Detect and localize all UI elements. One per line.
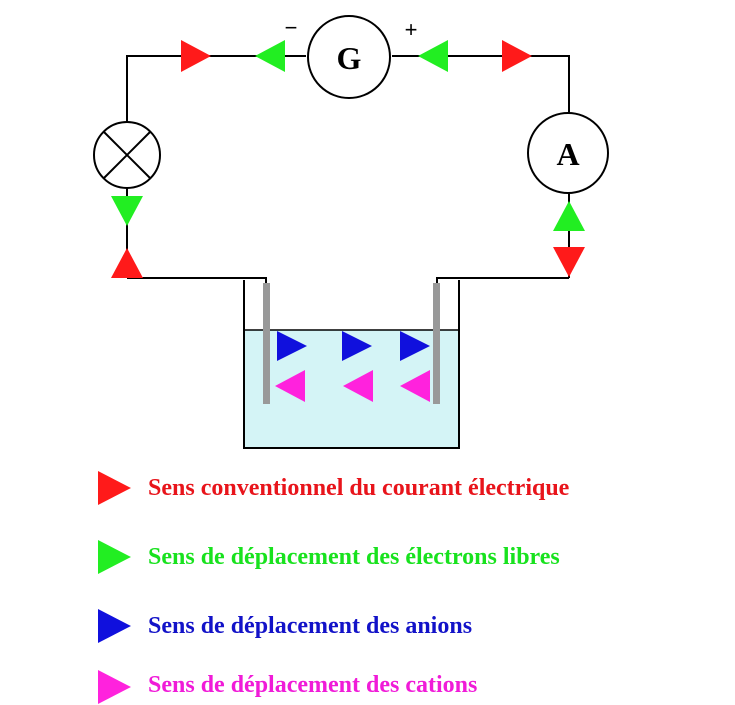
electron-arrow-top-left [255,40,285,72]
legend-arrow-electrons [98,540,131,574]
ammeter: A [527,112,609,194]
wire-right-electrode [436,277,569,285]
electron-arrow-left-side [111,196,143,226]
vessel-outline [243,280,460,449]
current-arrow-left-side [111,248,143,278]
electron-arrow-right-side [553,201,585,231]
right-electrode [433,283,440,404]
generator-minus-terminal: − [285,15,298,40]
electron-arrow-top-right [418,40,448,72]
generator-plus-terminal: + [405,17,418,42]
legend-label-current: Sens conventionnel du courant électrique [148,475,570,501]
current-arrow-right-side [553,247,585,277]
generator-label: G [337,40,362,76]
cation-arrow-2 [343,370,373,402]
ammeter-label: A [556,136,579,172]
wire-left-electrode [127,277,267,285]
wire-top-left [126,55,306,123]
wire-top-right [392,55,570,113]
ammeter-symbol [527,112,609,194]
cation-arrow-1 [275,370,305,402]
legend-item-electrons: Sens de déplacement des électrons libres [98,540,560,574]
legend-item-cations: Sens de déplacement des cations [98,670,477,704]
current-arrow-top-right [502,40,532,72]
current-arrow-top-left [181,40,211,72]
anion-arrow-2 [342,331,372,361]
legend-item-anions: Sens de déplacement des anions [98,609,472,643]
legend-label-cations: Sens de déplacement des cations [148,672,477,698]
legend-label-anions: Sens de déplacement des anions [148,613,472,639]
anion-arrow-1 [277,331,307,361]
cation-arrow-3 [400,370,430,402]
legend-arrow-current [98,471,131,505]
electrolysis-cell [243,280,460,449]
legend-arrow-cations [98,670,131,704]
legend-arrow-anions [98,609,131,643]
generator-symbol [307,15,391,99]
legend-label-electrons: Sens de déplacement des électrons libres [148,544,560,570]
left-electrode [263,283,270,404]
legend-item-current: Sens conventionnel du courant électrique [98,471,570,505]
anion-arrow-3 [400,331,430,361]
generator: G − + [285,15,418,99]
lamp-icon [93,121,161,189]
circuit-arrows [111,40,585,278]
legend: Sens conventionnel du courant électrique… [98,471,570,704]
ion-arrows [275,331,430,402]
